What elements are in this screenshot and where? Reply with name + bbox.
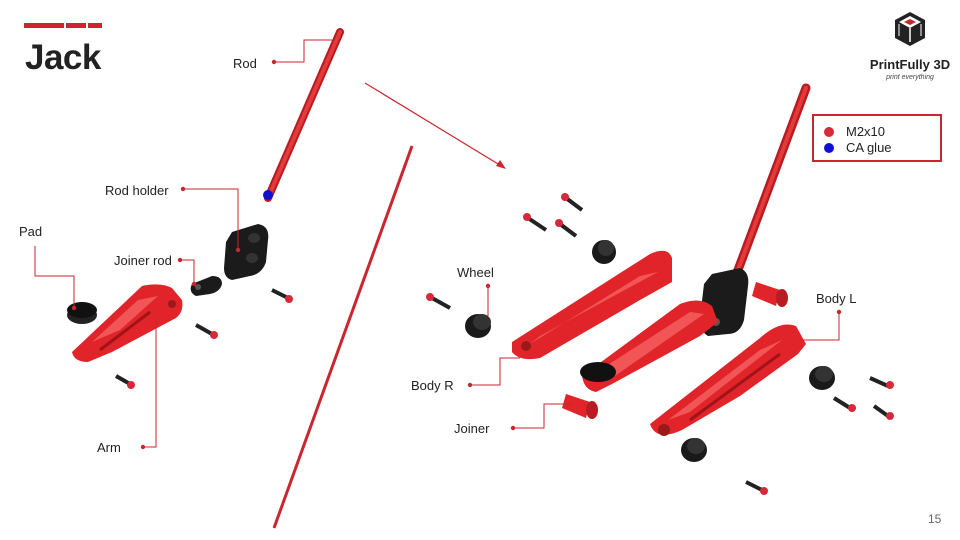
label-wheel: Wheel (457, 265, 494, 280)
brand-name: PrintFully 3D (869, 57, 951, 72)
label-joiner: Joiner (454, 421, 490, 436)
legend-label: M2x10 (846, 124, 886, 139)
body-r-part (512, 250, 672, 360)
joiner-part-1 (562, 394, 598, 419)
cube-icon (895, 12, 925, 46)
screw-right-8 (745, 480, 768, 495)
label-body-r: Body R (411, 378, 454, 393)
leader-arm (143, 320, 157, 448)
brand-tagline: print everything (886, 74, 934, 81)
label-rod: Rod (233, 56, 257, 71)
joiner-part-2 (752, 282, 788, 307)
leader-rod-holder (183, 188, 239, 250)
legend-box: M2x10 CA glue (812, 114, 942, 162)
screw-right-7 (872, 404, 894, 420)
arm-part (72, 284, 183, 362)
screw-right-4 (426, 293, 451, 310)
leader-pad (34, 246, 75, 308)
leader-body-l (800, 312, 840, 341)
screw-right-5 (869, 376, 894, 389)
joiner-rod-part (190, 276, 222, 296)
label-body-l: Body L (816, 291, 857, 306)
leader-body-r (470, 357, 520, 386)
screw-left-1 (271, 288, 293, 303)
page-number: 15 (928, 512, 942, 526)
body-l-part (650, 324, 806, 436)
screw-right-1 (561, 193, 584, 212)
rod-right-part (730, 83, 811, 283)
leader-joiner-rod (180, 259, 195, 284)
legend-label: CA glue (846, 140, 892, 155)
leader-lines (34, 39, 840, 448)
leader-rod (274, 39, 332, 63)
wheel-part-3 (809, 366, 835, 390)
title-accent-bar (24, 23, 102, 28)
rod-part (264, 28, 344, 202)
screw-right-3 (555, 219, 578, 238)
label-arm: Arm (97, 440, 121, 455)
screw-left-2 (195, 323, 218, 339)
leader-joiner (513, 403, 572, 429)
screw-right-6 (832, 396, 856, 412)
label-rod-holder: Rod holder (105, 183, 169, 198)
divider-line (272, 145, 414, 529)
red-dot-icon (824, 127, 834, 137)
blue-dot-icon (824, 143, 834, 153)
pad-part (67, 302, 97, 324)
body-center-part (580, 300, 718, 392)
wheel-part-2 (592, 240, 616, 264)
label-joiner-rod: Joiner rod (114, 253, 172, 268)
screw-right-2 (523, 213, 548, 232)
ca-glue-dot (263, 190, 273, 200)
rod-holder-part (224, 224, 269, 280)
wheel-part-4 (681, 438, 707, 462)
slide-title: Jack (25, 38, 101, 77)
screw-left-3 (115, 374, 135, 389)
wheel-part-1 (465, 314, 491, 338)
label-pad: Pad (19, 224, 43, 239)
assembly-arrow (364, 82, 506, 169)
leader-dots (71, 59, 842, 450)
